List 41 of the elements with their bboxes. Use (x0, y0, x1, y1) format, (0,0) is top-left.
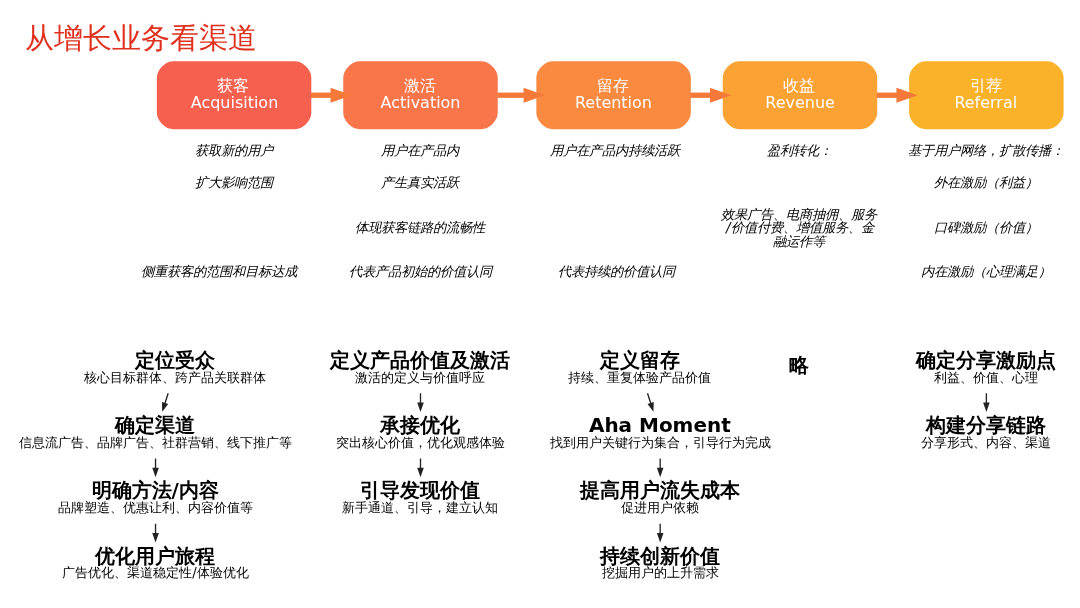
arrow (876, 87, 918, 103)
node-box: 激活 Activation (343, 61, 498, 130)
label: 用户在产品内 (381, 143, 460, 159)
node-text: 定义产品价值及激活 激活的定义与价值呼应 (329, 347, 510, 385)
node-text: 优化用户旅程 广告优化、渠道稳定性/体验优化 (62, 543, 249, 581)
label: 效果广告、电商抽佣、服务/价值付费、增值服务、金融运作等 (721, 207, 878, 249)
node-box: 收益 Revenue (722, 61, 878, 130)
node-text: 提高用户流失成本 促进用户依赖 (579, 478, 740, 516)
node-box: 引荐 Referral (909, 61, 1064, 130)
node-text: 明确方法/内容 品牌塑造、优惠让利、内容价值等 (57, 478, 253, 516)
diagram-title: 从增长业务看渠道 (24, 21, 257, 56)
node-text: 持续创新价值 挖掘用户的上升需求 (599, 543, 720, 581)
label: 产生真实活跃 (381, 175, 460, 191)
node-text: 引导发现价值 新手通道、引导，建立认知 (341, 478, 498, 516)
label: 获取新的用户 (194, 143, 273, 159)
label: 代表持续的价值认同 (557, 264, 675, 280)
node-text: 定位受众 核心目标群体、跨产品关联群体 (84, 347, 267, 385)
node-box: 留存 Retention (536, 61, 691, 130)
arrow (690, 87, 732, 103)
node-text: 确定渠道 信息流广告、品牌广告、社群营销、线下推广等 (19, 413, 293, 450)
node-box: 获客 Acquisition (156, 61, 312, 130)
arrow (310, 87, 352, 103)
node-text: 确定分享激励点 利益、价值、心理 (915, 347, 1056, 385)
label: 内在激励（心理满足） (921, 264, 1052, 280)
label: 代表产品初始的价值认同 (348, 264, 492, 280)
node-text: Aha Moment 找到用户关键行为集合，引导行为完成 (549, 413, 771, 450)
label: 外在激励（利益） (933, 175, 1038, 191)
label: 口碑激励（价值） (933, 219, 1038, 235)
arrow (646, 392, 654, 412)
label: 用户在产品内持续活跃 (549, 143, 680, 159)
node-text: 定义留存 持续、重复体验产品价值 (568, 347, 712, 385)
node-text: 构建分享链路 分享形式、内容、渠道 (921, 413, 1052, 450)
arrow (497, 87, 545, 103)
label: 扩大影响范围 (194, 175, 273, 191)
label: 体现获客链路的流畅性 (355, 219, 486, 235)
label: 盈利转化： (767, 143, 833, 159)
label: 侧重获客的范围和目标达成 (140, 264, 297, 280)
node-text: 承接优化 突出核心价值，优化观感体验 (335, 413, 505, 450)
arrow (161, 392, 169, 412)
label: 基于用户网络，扩散传播： (907, 143, 1064, 159)
label: 略 (789, 353, 810, 378)
